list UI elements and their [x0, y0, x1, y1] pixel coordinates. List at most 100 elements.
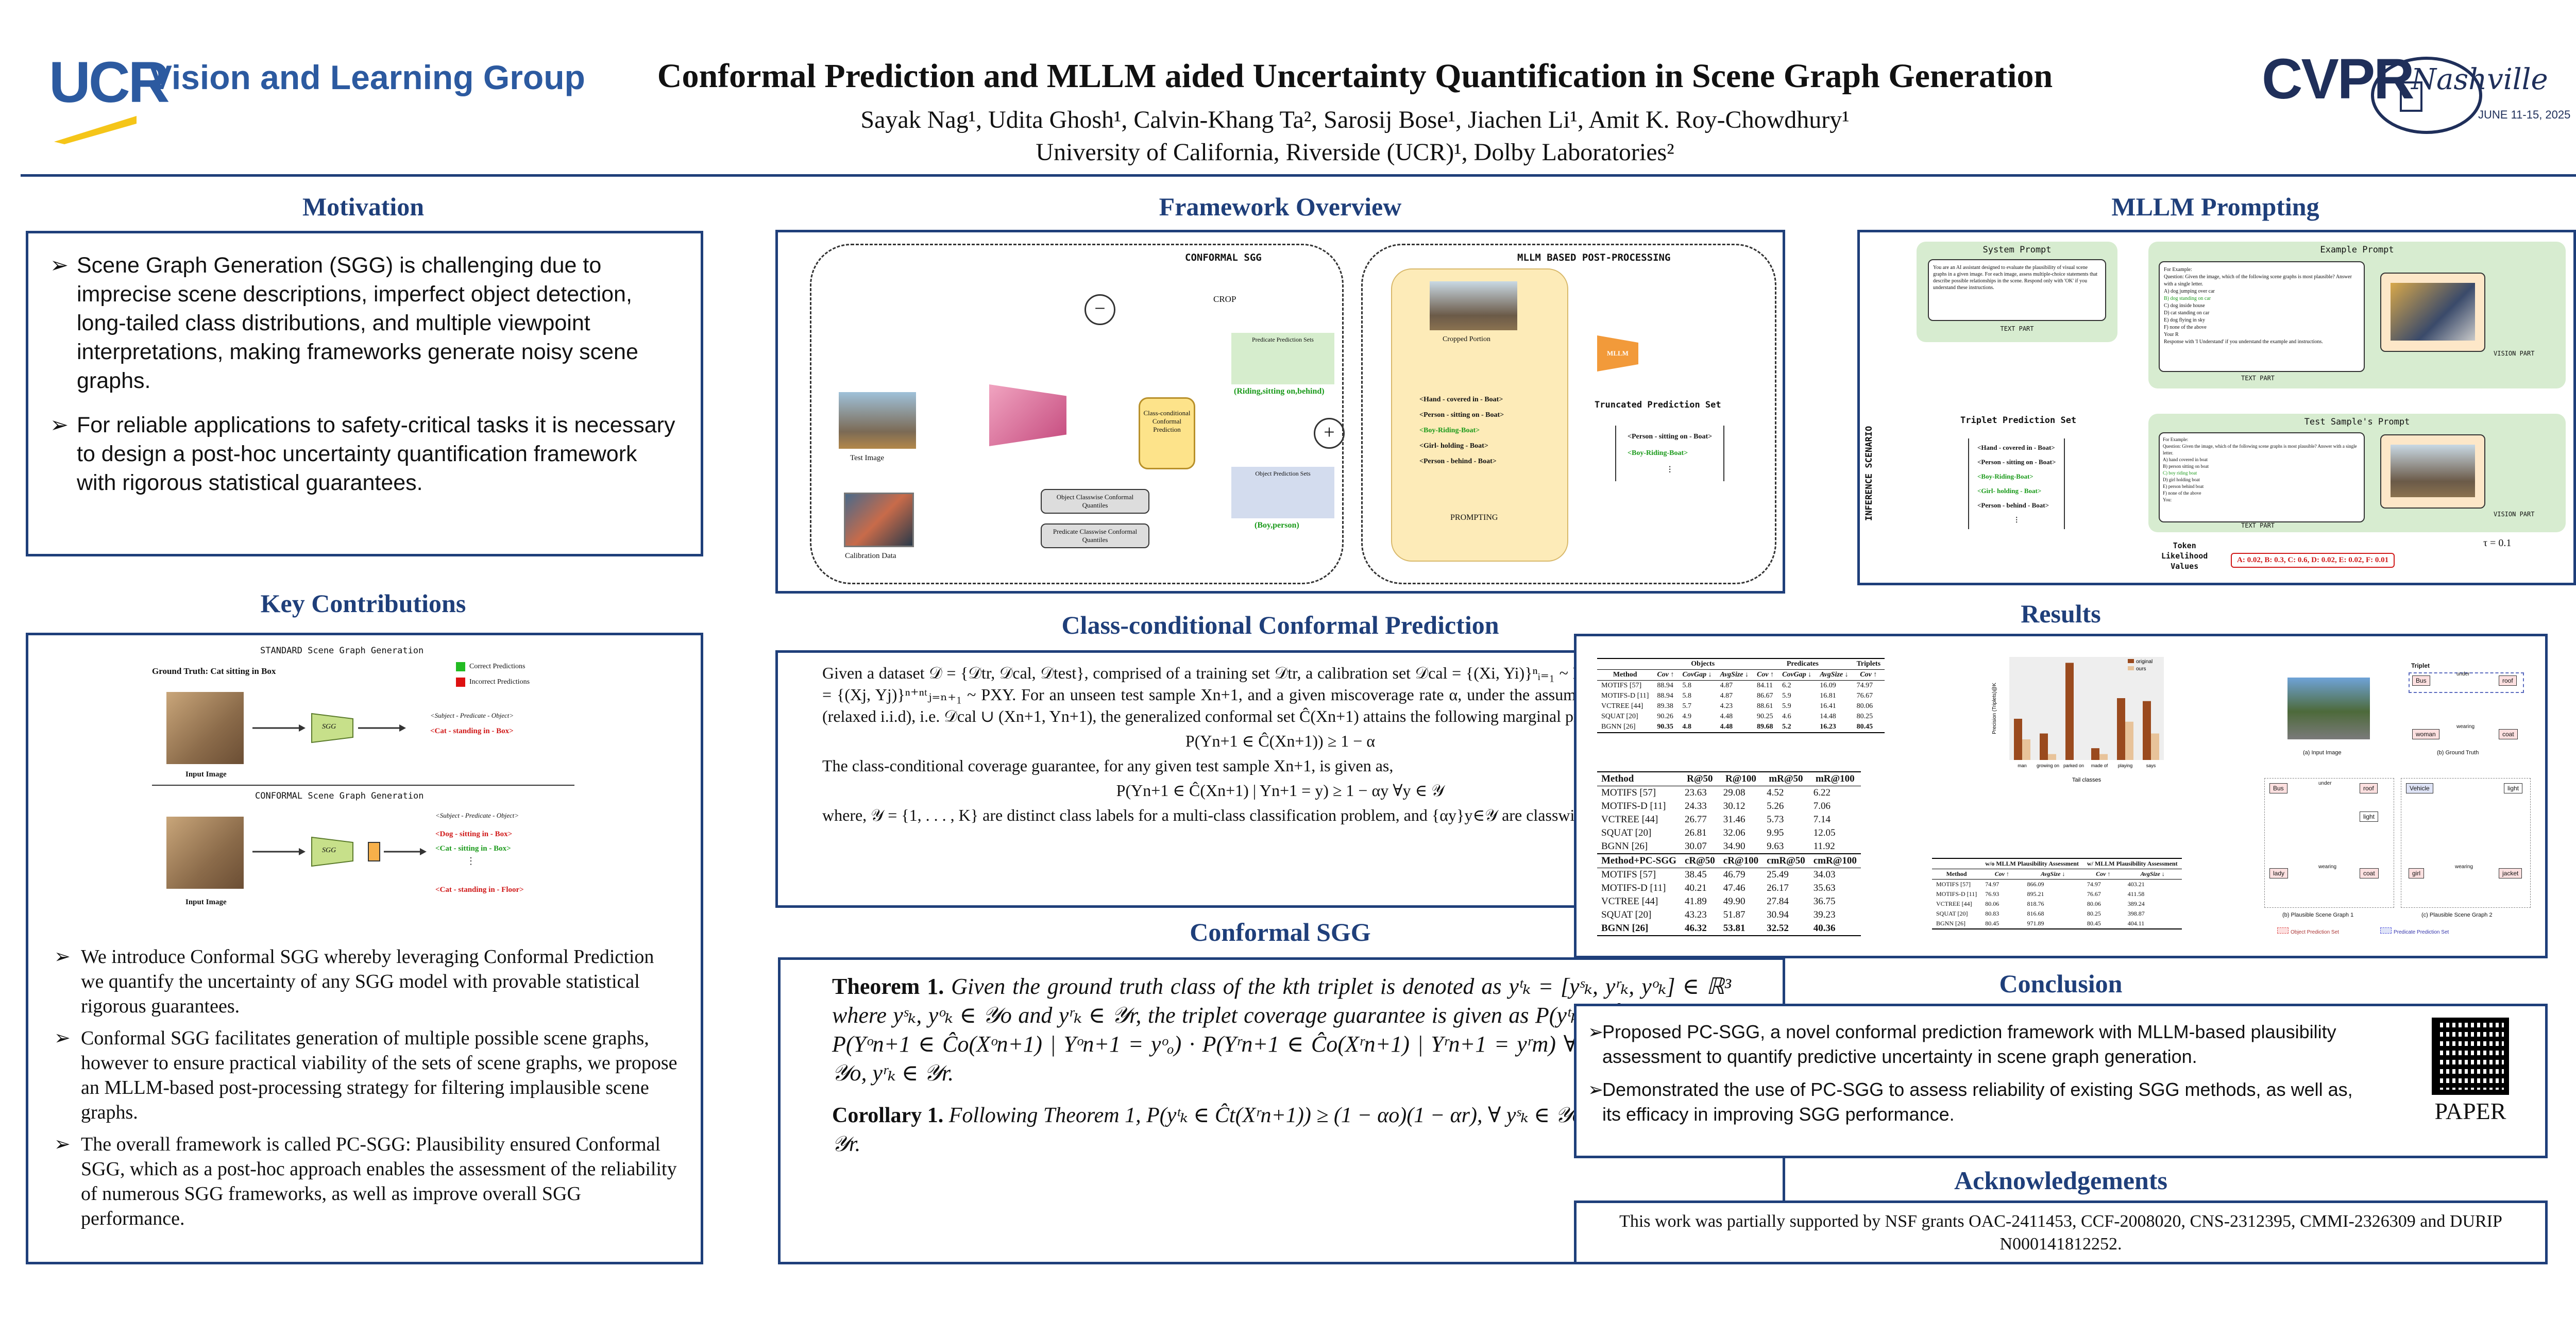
- plus-node: +: [1314, 418, 1345, 449]
- motivation-title: Motivation: [302, 192, 425, 221]
- conf-dots: ⋮: [466, 856, 476, 866]
- mllm-title: MLLM Prompting: [2111, 192, 2319, 221]
- truncated-label: Truncated Prediction Set: [1595, 400, 1721, 410]
- prompting-label: PROMPTING: [1450, 513, 1498, 522]
- legend-ours: ours: [2136, 666, 2146, 672]
- ground-truth-label: Ground Truth: Cat sitting in Box: [152, 666, 276, 676]
- std-sgg-label: STANDARD Scene Graph Generation: [260, 646, 424, 656]
- motivation-box: Scene Graph Generation (SGG) is challeng…: [26, 231, 703, 556]
- cropped-image: [1430, 281, 1517, 330]
- conclusion-bullet: Demonstrated the use of PC-SGG to assess…: [1588, 1077, 2361, 1127]
- set-list: <Hand - covered in - Boat> <Person - sit…: [1419, 396, 1504, 465]
- motivation-bullet: For reliable applications to safety-crit…: [50, 411, 679, 497]
- input-image-label: Input Image: [185, 770, 227, 779]
- conclusion-box: Proposed PC-SGG, a novel conformal predi…: [1574, 1004, 2548, 1158]
- chart-ylabel: Precision (Triplets)@K: [1992, 683, 1997, 734]
- conf-prediction: <Cat - sitting in - Box>: [435, 844, 511, 853]
- mllm-block: MLLM: [1597, 335, 1638, 371]
- std-prediction: <Cat - standing in - Box>: [430, 727, 514, 735]
- crop-label: CROP: [1213, 294, 1236, 304]
- contribution-bullet: The overall framework is called PC-SGG: …: [54, 1132, 677, 1231]
- x-tick-label: says: [2146, 763, 2156, 768]
- conclusion-title: Conclusion: [1999, 969, 2123, 998]
- tau-label: τ = 0.1: [2483, 537, 2512, 549]
- contributions-title: Key Contributions: [260, 589, 466, 618]
- triplet-set-label: Triplet Prediction Set: [1960, 415, 2077, 426]
- results-title: Results: [2021, 599, 2101, 628]
- x-tick-label: playing: [2118, 763, 2133, 768]
- boy-label: (Boy,person): [1255, 521, 1299, 530]
- conf-sgg-label: CONFORMAL Scene Graph Generation: [255, 791, 424, 801]
- conclusion-bullet: Proposed PC-SGG, a novel conformal predi…: [1588, 1020, 2361, 1069]
- std-flow-arrows: [252, 713, 406, 743]
- bar-original-playing: [2117, 698, 2125, 760]
- pred-quantiles: Predicate Classwise Conformal Quantiles: [1041, 523, 1149, 548]
- legend-original: original: [2136, 659, 2153, 665]
- bar-ours-playing: [2125, 721, 2133, 760]
- framework-box: CONFORMAL SGG MLLM BASED POST-PROCESSING…: [775, 230, 1785, 594]
- x-tick-label: growing on: [2037, 763, 2059, 768]
- framework-title: Framework Overview: [1159, 192, 1402, 221]
- scene-graph-figure: (a) Input Image Triplet Bus roof under w…: [2262, 652, 2531, 940]
- system-prompt-panel: System Prompt You are an AI assistant de…: [1917, 242, 2117, 342]
- test-prompt-panel: Test Sample's Prompt For Example:Questio…: [2148, 414, 2566, 532]
- contribution-bullet: We introduce Conformal SGG whereby lever…: [54, 944, 677, 1019]
- likelihood-values: A: 0.02, B: 0.3, C: 0.6, D: 0.02, E: 0.0…: [2231, 553, 2395, 568]
- x-tick-label: parked on: [2063, 763, 2084, 768]
- qr-code-icon[interactable]: [2432, 1018, 2509, 1095]
- paper-link[interactable]: PAPER: [2434, 1098, 2506, 1124]
- calibration-label: Calibration Data: [845, 552, 896, 560]
- contribution-bullet: Conformal SGG facilitates generation of …: [54, 1026, 677, 1125]
- bar-original-parked-on: [2065, 663, 2074, 760]
- bar-ours-made-of: [2099, 754, 2108, 760]
- inference-label: INFERENCE SCENARIO: [1864, 426, 1874, 521]
- obj-sets-panel: Object Prediction Sets: [1231, 467, 1334, 518]
- conf-prediction: <Cat - standing in - Floor>: [435, 886, 524, 894]
- contributions-box: STANDARD Scene Graph Generation Ground T…: [26, 633, 703, 1264]
- group-name: Vision and Learning Group: [149, 58, 585, 96]
- test-image-label: Test Image: [850, 454, 885, 462]
- chart-xlabel: Tail classes: [2072, 777, 2102, 783]
- backbone-block: [989, 384, 1066, 446]
- legend-incorrect: Incorrect Predictions: [456, 678, 530, 687]
- header-rule: [21, 174, 2576, 177]
- ack-title: Acknowledgements: [1954, 1166, 2167, 1195]
- riding-label: (Riding,sitting on,behind): [1234, 387, 1325, 396]
- conf-prediction: <Dog - sitting in - Box>: [435, 830, 513, 838]
- sgg-block-label: SGG: [322, 723, 336, 731]
- mllm-post-label: MLLM BASED POST-PROCESSING: [1517, 252, 1671, 263]
- example-prompt-panel: Example Prompt For Example:Question: Giv…: [2148, 242, 2566, 388]
- csgg-title: Conformal SGG: [1190, 918, 1371, 946]
- ccp-eq1: P(Yn+1 ∈ Ĉ(Xn+1)) ≥ 1 − α: [1185, 732, 1376, 750]
- bar-original-says: [2143, 701, 2151, 760]
- cat-box-image-2: [166, 817, 244, 889]
- calibration-images: [844, 493, 914, 547]
- poster-title: Conformal Prediction and MLLM aided Unce…: [657, 57, 2053, 95]
- ccp-para3: where, 𝒴 = {1, . . . , K} are distinct c…: [822, 806, 1716, 824]
- ccp-eq2: P(Yn+1 ∈ Ĉ(Xn+1) | Yn+1 = y) ≥ 1 − αy ∀y…: [1116, 781, 1445, 800]
- bar-ours-man: [2022, 739, 2030, 760]
- ack-box: This work was partially supported by NSF…: [1574, 1200, 2548, 1264]
- sgg-block-label-2: SGG: [322, 847, 336, 854]
- bar-ours-growing-on: [2048, 754, 2056, 760]
